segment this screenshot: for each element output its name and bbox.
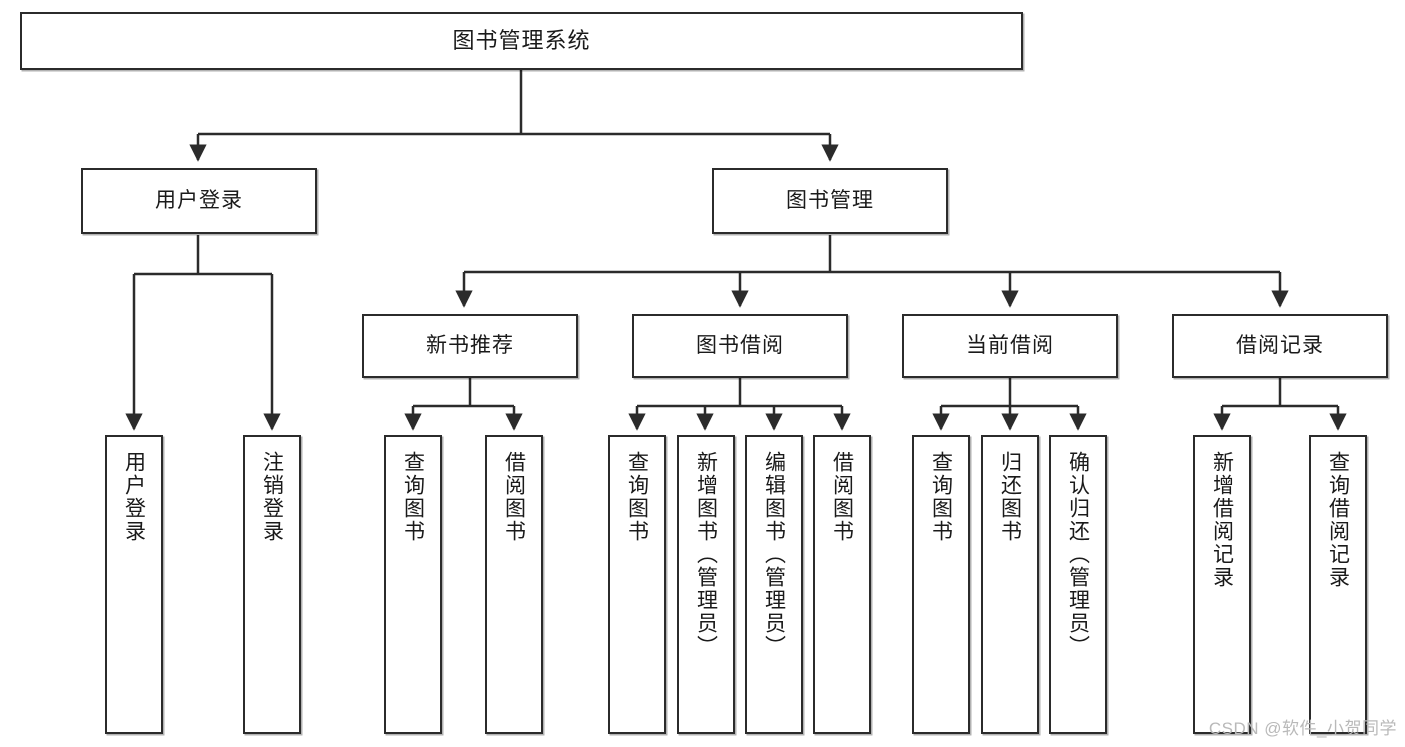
node-book-borrow[interactable]: 图书借阅 xyxy=(632,314,848,378)
node-current-borrow[interactable]: 当前借阅 xyxy=(902,314,1118,378)
node-leaf-add-record-label: 新增借阅记录 xyxy=(1210,451,1234,589)
node-leaf-query-book-2[interactable]: 查询图书 xyxy=(608,435,666,734)
node-borrow-record[interactable]: 借阅记录 xyxy=(1172,314,1388,378)
node-leaf-user-login[interactable]: 用户登录 xyxy=(105,435,163,734)
node-borrow-record-label: 借阅记录 xyxy=(1236,333,1324,357)
node-leaf-query-book-3[interactable]: 查询图书 xyxy=(912,435,970,734)
node-leaf-borrow-book-2-label: 借阅图书 xyxy=(830,451,854,543)
node-leaf-return-book[interactable]: 归还图书 xyxy=(981,435,1039,734)
node-leaf-query-book-1[interactable]: 查询图书 xyxy=(384,435,442,734)
node-leaf-confirm-return-label: 确认归还（管理员） xyxy=(1066,451,1090,658)
node-new-book-recommend-label: 新书推荐 xyxy=(426,333,514,357)
node-leaf-borrow-book-1-label: 借阅图书 xyxy=(502,451,526,543)
node-root[interactable]: 图书管理系统 xyxy=(20,12,1023,70)
node-leaf-user-logout-label: 注销登录 xyxy=(260,451,284,543)
node-leaf-edit-book[interactable]: 编辑图书（管理员） xyxy=(745,435,803,734)
node-book-borrow-label: 图书借阅 xyxy=(696,333,784,357)
node-user-login[interactable]: 用户登录 xyxy=(81,168,317,234)
node-leaf-confirm-return[interactable]: 确认归还（管理员） xyxy=(1049,435,1107,734)
node-root-label: 图书管理系统 xyxy=(452,28,591,54)
node-book-manage[interactable]: 图书管理 xyxy=(712,168,948,234)
node-leaf-edit-book-label: 编辑图书（管理员） xyxy=(762,451,786,658)
node-leaf-add-record[interactable]: 新增借阅记录 xyxy=(1193,435,1251,734)
node-current-borrow-label: 当前借阅 xyxy=(966,333,1054,357)
node-user-login-label: 用户登录 xyxy=(155,188,243,212)
node-new-book-recommend[interactable]: 新书推荐 xyxy=(362,314,578,378)
node-book-manage-label: 图书管理 xyxy=(786,188,874,212)
node-leaf-add-book[interactable]: 新增图书（管理员） xyxy=(677,435,735,734)
node-leaf-query-book-3-label: 查询图书 xyxy=(929,451,953,543)
node-leaf-borrow-book-2[interactable]: 借阅图书 xyxy=(813,435,871,734)
node-leaf-query-book-1-label: 查询图书 xyxy=(401,451,425,543)
node-leaf-borrow-book-1[interactable]: 借阅图书 xyxy=(485,435,543,734)
node-leaf-query-record-label: 查询借阅记录 xyxy=(1326,451,1350,589)
watermark: CSDN @软件_小贺同学 xyxy=(1208,719,1397,738)
node-leaf-return-book-label: 归还图书 xyxy=(998,451,1022,543)
node-leaf-user-login-label: 用户登录 xyxy=(122,451,146,543)
node-leaf-query-record[interactable]: 查询借阅记录 xyxy=(1309,435,1367,734)
node-leaf-user-logout[interactable]: 注销登录 xyxy=(243,435,301,734)
node-leaf-query-book-2-label: 查询图书 xyxy=(625,451,649,543)
node-leaf-add-book-label: 新增图书（管理员） xyxy=(694,451,718,658)
